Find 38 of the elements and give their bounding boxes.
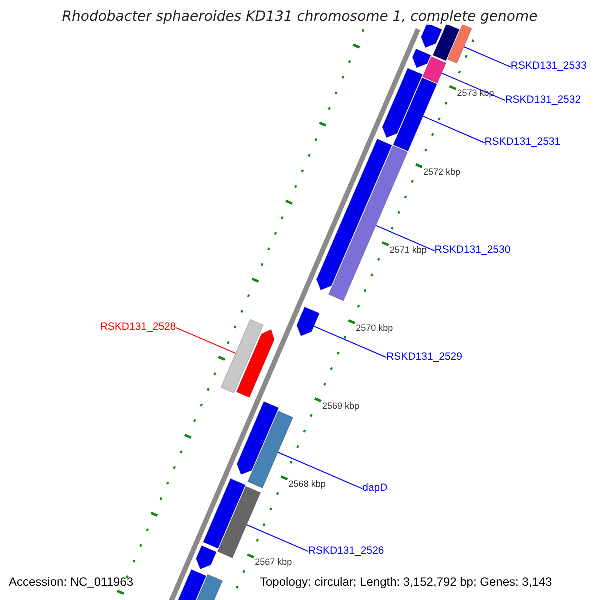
leader-line <box>176 327 236 354</box>
gene-block <box>218 486 262 558</box>
gene-label: RSKD131_2528 <box>100 322 176 334</box>
gene-label: RSKD131_2530 <box>434 245 511 257</box>
gene-label: RSKD131_2529 <box>386 352 462 364</box>
leader-line <box>246 524 309 552</box>
gene-block <box>236 329 275 398</box>
coordinate-label: 2570 kbp <box>356 322 394 333</box>
leader-line <box>314 326 388 358</box>
gene-label: dapD <box>362 483 388 495</box>
coordinate-label: 2571 kbp <box>390 244 427 255</box>
coordinate-label: 2567 kbp <box>255 556 292 567</box>
gene-label: RSKD131_2531 <box>484 137 561 149</box>
gene-block <box>220 319 264 394</box>
gene-block <box>328 146 408 302</box>
gene-block <box>393 78 438 152</box>
coordinate-label: 2568 kbp <box>288 478 326 489</box>
gene-block <box>412 48 432 68</box>
coordinate-label: 2572 kbp <box>424 166 461 176</box>
gene-block <box>421 23 442 48</box>
gene-block <box>236 401 280 476</box>
accession-text: Accession: NC_011963 <box>9 575 134 589</box>
gene-label: RSKD131_2532 <box>505 94 582 106</box>
gene-block <box>447 24 472 64</box>
gene-block <box>196 546 217 570</box>
gene-block <box>432 24 460 62</box>
title: Rhodobacter sphaeroides KD131 chromosome 1, complete genome <box>60 9 540 25</box>
coordinate-label: 2569 kbp <box>322 400 360 411</box>
gene-label: RSKD131_2533 <box>510 61 587 73</box>
gene-block <box>422 56 447 84</box>
gene-block <box>382 68 424 138</box>
leader-line <box>376 225 436 252</box>
leader-line <box>278 452 364 490</box>
gene-block <box>203 478 246 549</box>
gene-label: RSKD131_2526 <box>308 546 384 558</box>
genome-info-text: Topology: circular; Length: 3,152,792 bp; Genes: 3,143 <box>260 575 552 589</box>
leader-line <box>441 72 506 102</box>
gene-block <box>296 306 320 336</box>
